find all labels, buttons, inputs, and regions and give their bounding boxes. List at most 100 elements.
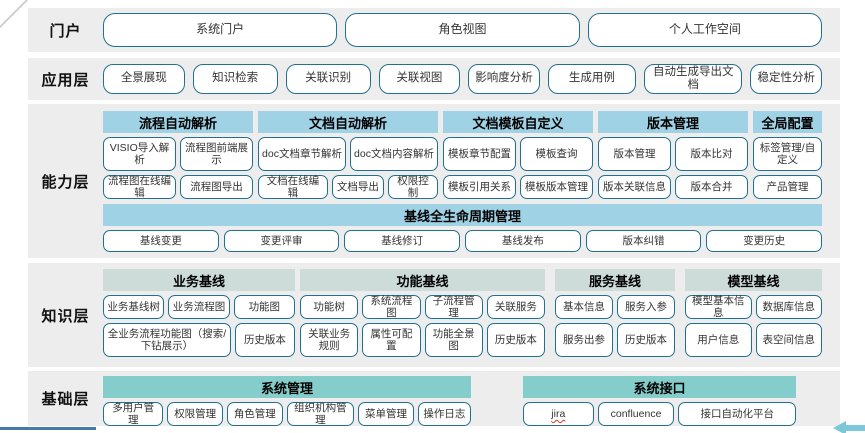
item-label: jira: [551, 407, 566, 420]
item-label: 模型基本信息: [692, 294, 745, 319]
item-label: 数据库信息: [762, 300, 816, 313]
item-box: 版本纠错: [585, 230, 702, 252]
item-box: 影响度分析: [468, 64, 540, 94]
item-label: 历史版本: [494, 333, 537, 346]
group: 文档模板自定义模板章节配置模板查询模板引用关系模板版本管理: [443, 111, 593, 199]
item-box: 版本管理: [598, 137, 671, 171]
group-header: 文档模板自定义: [443, 111, 593, 133]
group: 全局配置标签管理/自定义产品管理: [753, 111, 822, 199]
item-box: 角色管理: [227, 402, 283, 426]
item-box: 子流程管理: [424, 295, 483, 319]
item-box: 用户信息: [685, 323, 752, 357]
item-label: 变更历史: [743, 234, 786, 247]
item-label: 服务入参: [625, 300, 667, 313]
item-label: 功能树: [313, 300, 345, 313]
left-arrow-icon: [833, 421, 865, 433]
group-header: 系统管理: [103, 376, 471, 398]
item-label: 全业务流程功能图（搜索/下钻展示）: [107, 327, 227, 352]
item-box: 权限管理: [167, 402, 223, 426]
item-box: 变更历史: [706, 230, 823, 252]
item-box: 变更评审: [223, 230, 340, 252]
item-label: 组织机构管理: [294, 401, 347, 426]
layer-app: 应用层全景展现知识检索关联识别关联视图影响度分析生成用例自动生成导出文档稳定性分…: [28, 58, 840, 100]
layer-content: 全景展现知识检索关联识别关联视图影响度分析生成用例自动生成导出文档稳定性分析: [103, 58, 823, 100]
item-box: 角色视图: [345, 13, 580, 47]
group-header: 业务基线: [103, 269, 295, 291]
item-label: 全景展现: [120, 72, 167, 85]
item-label: 影响度分析: [475, 72, 533, 85]
item-label: 菜单管理: [364, 407, 407, 420]
item-box: 关联识别: [285, 64, 371, 94]
item-box: 全景展现: [103, 64, 185, 94]
baseline-band-title: 基线全生命周期管理: [103, 204, 822, 226]
item-box: 模型基本信息: [685, 295, 752, 319]
item-box: 属性可配置: [362, 323, 421, 357]
arrow-bar: [846, 425, 865, 431]
item-label: 流程图前端展示: [185, 141, 248, 166]
layer-label-knowledge: 知识层: [41, 307, 90, 325]
bottom-accent-line: [0, 427, 96, 430]
item-box: 基线修订: [344, 230, 461, 252]
item-label: 历史版本: [625, 333, 667, 346]
item-label: 多用户管理: [112, 401, 155, 426]
item-label: 系统流程图: [370, 294, 413, 319]
item-box: 版本关联信息: [598, 175, 671, 199]
layer-label-app: 应用层: [41, 71, 90, 89]
item-label: 用户信息: [697, 333, 740, 346]
item-box: 多用户管理: [103, 401, 164, 426]
item-label: 版本比对: [690, 147, 733, 160]
item-box: 标签管理/自定义: [753, 137, 822, 171]
item-label: 接口自动化平台: [700, 407, 774, 420]
item-label: 流程图导出: [190, 180, 243, 193]
item-box: 知识检索: [192, 64, 278, 94]
item-box: 流程图导出: [180, 175, 253, 199]
group-header: 全局配置: [753, 111, 822, 133]
item-label: 版本合并: [690, 180, 733, 193]
item-box: 服务入参: [617, 295, 675, 319]
item-label: 流程图在线编辑: [108, 174, 171, 199]
item-label: 标签管理/自定义: [759, 141, 816, 166]
item-label: 产品管理: [766, 180, 809, 193]
item-box: 模板版本管理: [520, 175, 593, 199]
item-label: 基本信息: [563, 300, 605, 313]
item-box: 功能图: [233, 295, 295, 319]
item-label: 表空间信息: [762, 333, 816, 346]
item-label: 变更评审: [260, 234, 303, 247]
item-label: 关联业务规则: [308, 327, 351, 352]
item-box: 基线变更: [103, 230, 219, 252]
item-box: doc文档内容解析: [350, 137, 438, 171]
item-label: 自动生成导出文档: [653, 65, 734, 91]
item-box: 版本合并: [675, 175, 748, 199]
group-header: 版本管理: [598, 111, 748, 133]
item-box: 功能树: [300, 295, 359, 319]
layer-content: 系统门户角色视图个人工作空间: [103, 8, 822, 52]
item-label: 权限控制: [397, 174, 429, 199]
item-label: 操作日志: [423, 407, 466, 420]
item-box: 表空间信息: [755, 323, 822, 357]
item-label: 版本关联信息: [603, 180, 666, 193]
item-label: confluence: [610, 407, 662, 420]
item-label: 业务基线树: [107, 300, 160, 313]
item-label: 系统门户: [196, 22, 245, 37]
item-label: doc文档内容解析: [354, 147, 434, 160]
item-box: 全业务流程功能图（搜索/下钻展示）: [103, 323, 231, 357]
item-box: 流程图前端展示: [180, 137, 253, 171]
item-box: 业务流程图: [168, 295, 230, 319]
item-box: 文档导出: [331, 175, 385, 199]
item-label: 版本管理: [613, 147, 656, 160]
item-label: 业务流程图: [172, 300, 226, 313]
item-label: 关联视图: [396, 72, 443, 85]
item-box: doc文档章节解析: [258, 137, 346, 171]
item-box: 自动生成导出文档: [644, 64, 743, 94]
group-header: 模型基线: [685, 269, 822, 291]
item-box: 关联业务规则: [300, 323, 359, 357]
item-label: 基线修订: [381, 234, 424, 247]
item-label: 基线发布: [501, 234, 544, 247]
item-label: 功能图: [248, 300, 281, 313]
layer-label-base: 基础层: [41, 391, 90, 408]
item-label: 模板章节配置: [448, 147, 511, 160]
item-box: 历史版本: [234, 323, 295, 357]
layer-label-capability: 能力层: [41, 173, 90, 191]
item-box: 关联服务: [486, 295, 545, 319]
